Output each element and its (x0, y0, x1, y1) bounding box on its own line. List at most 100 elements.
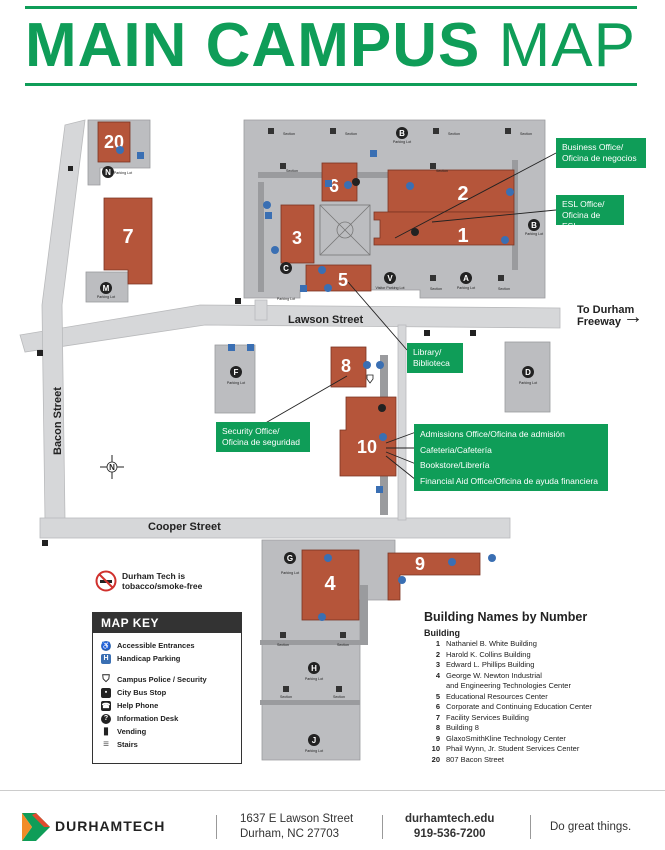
courtyard (319, 204, 371, 256)
lot-g-badge: G (284, 552, 296, 564)
accessible-icon (324, 554, 332, 562)
building-5 (305, 264, 372, 292)
lot-label: Parking Lot (114, 171, 132, 175)
svg-text:B: B (399, 129, 405, 138)
svg-text:Section: Section (436, 169, 448, 173)
map-key-item: ♿Accessible Entrances (101, 640, 195, 651)
durham-tech-logo-text: DURHAMTECH (55, 818, 166, 834)
stairs-icon: ≡ (103, 739, 109, 750)
building-2 (387, 169, 515, 213)
svg-text:Section: Section (498, 287, 510, 291)
svg-text:H: H (311, 664, 317, 673)
building-7 (103, 197, 153, 285)
lot-m-badge: M (100, 282, 112, 294)
bus-icon: ▪ (101, 687, 111, 698)
svg-text:Section: Section (337, 643, 349, 647)
svg-text:N: N (105, 168, 111, 177)
building-number: 10 (357, 437, 377, 457)
lot-label: Parking Lot (393, 140, 411, 144)
lot-label: Parking Lot (97, 295, 115, 299)
building-number: 8 (341, 356, 351, 376)
bus-icon (68, 166, 73, 171)
building-20 (97, 121, 131, 163)
svg-text:M: M (103, 284, 110, 293)
campus-map[interactable]: 20 7 6 2 3 1 5 8 10 4 9 N M B C V A B F … (0, 90, 665, 790)
svg-text:Section: Section (333, 695, 345, 699)
accessible-icon (506, 188, 514, 196)
lot-c-badge: C (280, 262, 292, 274)
durham-tech-logo-icon (22, 813, 50, 841)
building-number: 2 (457, 183, 468, 205)
svg-text:B: B (531, 221, 537, 230)
arrow-right-icon: → (623, 306, 643, 328)
map-key-item: ▮Vending (93, 725, 241, 738)
lot-label: Parking Lot (227, 381, 245, 385)
accessible-icon (344, 181, 352, 189)
building-number: 5 (338, 270, 348, 290)
handicap-parking-icon (137, 152, 144, 159)
building-9 (387, 552, 481, 601)
lot-a-badge: A (460, 272, 472, 284)
svg-text:F: F (234, 368, 239, 377)
callout-library: Library/ Biblioteca (407, 343, 463, 373)
smoke-free-notice: Durham Tech is tobacco/smoke-free (95, 570, 202, 592)
svg-text:Section: Section (286, 169, 298, 173)
bacon-street-label: Bacon Street (52, 387, 64, 455)
map-key-item: ?Information Desk (93, 712, 241, 725)
lot-d-badge: D (522, 366, 534, 378)
svg-text:Section: Section (280, 695, 292, 699)
vending-icon: ▮ (103, 726, 109, 737)
svg-text:Section: Section (277, 643, 289, 647)
lot-b2-badge: B (528, 219, 540, 231)
accessibility-icons (116, 146, 514, 621)
callout-security-office: Security Office/ Oficina de seguridad (216, 422, 310, 452)
svg-text:J: J (312, 736, 316, 745)
map-key-item: ▪City Bus Stop (93, 686, 241, 699)
lot-f-badge: F (230, 366, 242, 378)
building-number: 3 (292, 228, 302, 248)
title-light: MAP (498, 11, 636, 80)
lot-label: Parking Lot (305, 677, 323, 681)
map-key-item: ≡Stairs (93, 738, 241, 751)
info-icon: ? (101, 713, 111, 724)
accessible-icon: ♿ (101, 640, 111, 651)
lot-label: Parking Lot (457, 286, 475, 290)
accessible-icon (406, 182, 414, 190)
lot-label: Visitor Parking Lot (375, 286, 404, 290)
lawson-street-label: Lawson Street (288, 314, 364, 326)
police-shield-icon (366, 374, 374, 384)
road-connector (254, 299, 268, 321)
info-icon (378, 404, 386, 412)
section-markers: Section Section Section Section Section … (268, 128, 532, 699)
footer-rule (0, 790, 665, 791)
lot-f (214, 344, 256, 414)
accessible-icon (324, 284, 332, 292)
no-smoking-icon (95, 570, 117, 592)
svg-text:Section: Section (430, 287, 442, 291)
footer-tagline: Do great things. (550, 821, 632, 833)
svg-text:A: A (463, 274, 469, 283)
misc-icons (37, 166, 476, 546)
smoke-free-line: Durham Tech is (122, 571, 186, 581)
north-compass: N (100, 455, 124, 479)
lot-v-badge: V (384, 272, 396, 284)
lot-labels: Parking Lot Parking Lot Parking Lot Park… (97, 140, 543, 753)
accessible-icon (116, 146, 124, 154)
footer-address: 1637 E Lawson Street Durham, NC 27703 (240, 813, 354, 840)
handicap-parking-icon (300, 285, 307, 292)
footer-web-link[interactable]: durhamtech.edu (405, 813, 495, 825)
footer-divider (216, 815, 217, 839)
page-title: MAIN CAMPUS MAP (25, 12, 637, 80)
handicap-parking-icon: H (101, 653, 111, 664)
footer-divider (530, 815, 531, 839)
lot-label: Parking Lot (305, 749, 323, 753)
